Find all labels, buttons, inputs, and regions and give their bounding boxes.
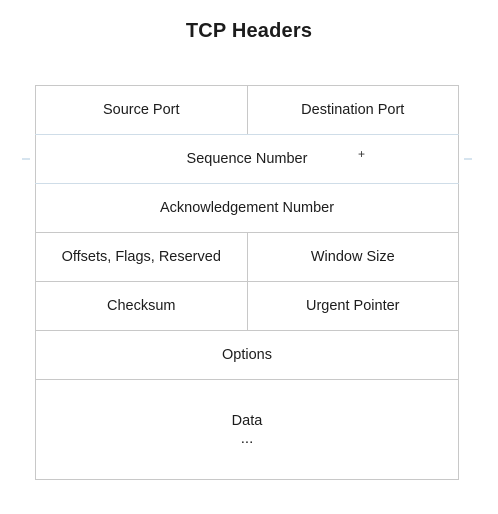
header-row: Source Port Destination Port [36, 86, 458, 135]
field-destination-port[interactable]: Destination Port [246, 86, 459, 134]
header-row: Checksum Urgent Pointer [36, 282, 458, 331]
resize-handle-left[interactable] [22, 158, 30, 160]
field-data-ellipsis: ... [240, 429, 254, 447]
field-checksum[interactable]: Checksum [107, 298, 176, 314]
field-source-port[interactable]: Source Port [102, 102, 180, 118]
header-row-selected[interactable]: Sequence Number + [22, 134, 472, 184]
header-row: Data ... [36, 380, 458, 480]
header-row: Offsets, Flags, Reserved Window Size [36, 233, 458, 282]
field-sequence-number[interactable]: Sequence Number [186, 151, 308, 167]
field-acknowledgement-number[interactable]: Acknowledgement Number [159, 200, 335, 216]
field-window-size[interactable]: Window Size [246, 233, 459, 281]
field-data[interactable]: Data ... [36, 380, 458, 479]
add-icon[interactable]: + [358, 147, 366, 161]
field-urgent-pointer[interactable]: Urgent Pointer [246, 282, 459, 330]
header-row: Acknowledgement Number [36, 184, 458, 233]
diagram-title: TCP Headers [185, 20, 313, 42]
header-row: Options [36, 331, 458, 380]
resize-handle-right[interactable] [464, 158, 472, 160]
tcp-header-table: Source Port Destination Port Sequence Nu… [22, 85, 472, 480]
field-data-label: Data [231, 412, 263, 429]
field-offsets-flags-reserved[interactable]: Offsets, Flags, Reserved [61, 249, 221, 265]
field-options[interactable]: Options [222, 347, 272, 363]
